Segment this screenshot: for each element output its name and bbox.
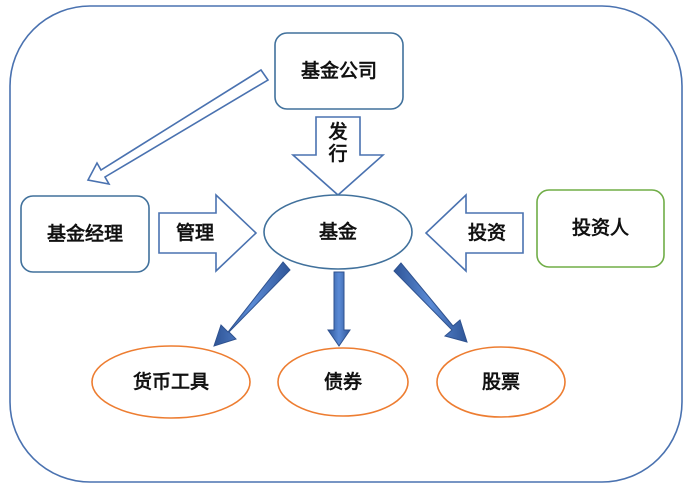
bonds-oval xyxy=(277,347,409,417)
stocks-label: 股票 xyxy=(481,370,520,393)
fund-manager-box xyxy=(20,195,150,273)
fund-company-label: 基金公司 xyxy=(300,59,377,82)
fund-to-money-arrow xyxy=(213,261,291,347)
investor-label: 投资人 xyxy=(571,217,629,239)
manage-arrow xyxy=(158,193,258,273)
fund-to-bonds-arrow xyxy=(327,271,351,347)
fund-label: 基金 xyxy=(318,220,357,243)
issue-arrow xyxy=(290,116,386,197)
bonds-label: 债券 xyxy=(323,370,362,393)
company-to-manager-arrow xyxy=(86,68,270,186)
fund-manager-label: 基金经理 xyxy=(46,222,123,245)
investor-box xyxy=(536,189,665,268)
issue-label-char: 发 xyxy=(328,121,348,144)
issue-label: 发 行 xyxy=(316,119,360,169)
money-market-oval xyxy=(91,345,251,419)
fund-company-box xyxy=(274,32,404,110)
fund-to-stocks-arrow xyxy=(393,262,468,343)
issue-label-char: 行 xyxy=(328,143,348,165)
invest-arrow xyxy=(424,193,524,273)
invest-label: 投资 xyxy=(467,221,506,244)
manage-label: 管理 xyxy=(175,221,214,244)
stocks-oval xyxy=(436,346,566,418)
fund-ellipse xyxy=(263,194,413,270)
money-market-label: 货币工具 xyxy=(132,370,209,393)
